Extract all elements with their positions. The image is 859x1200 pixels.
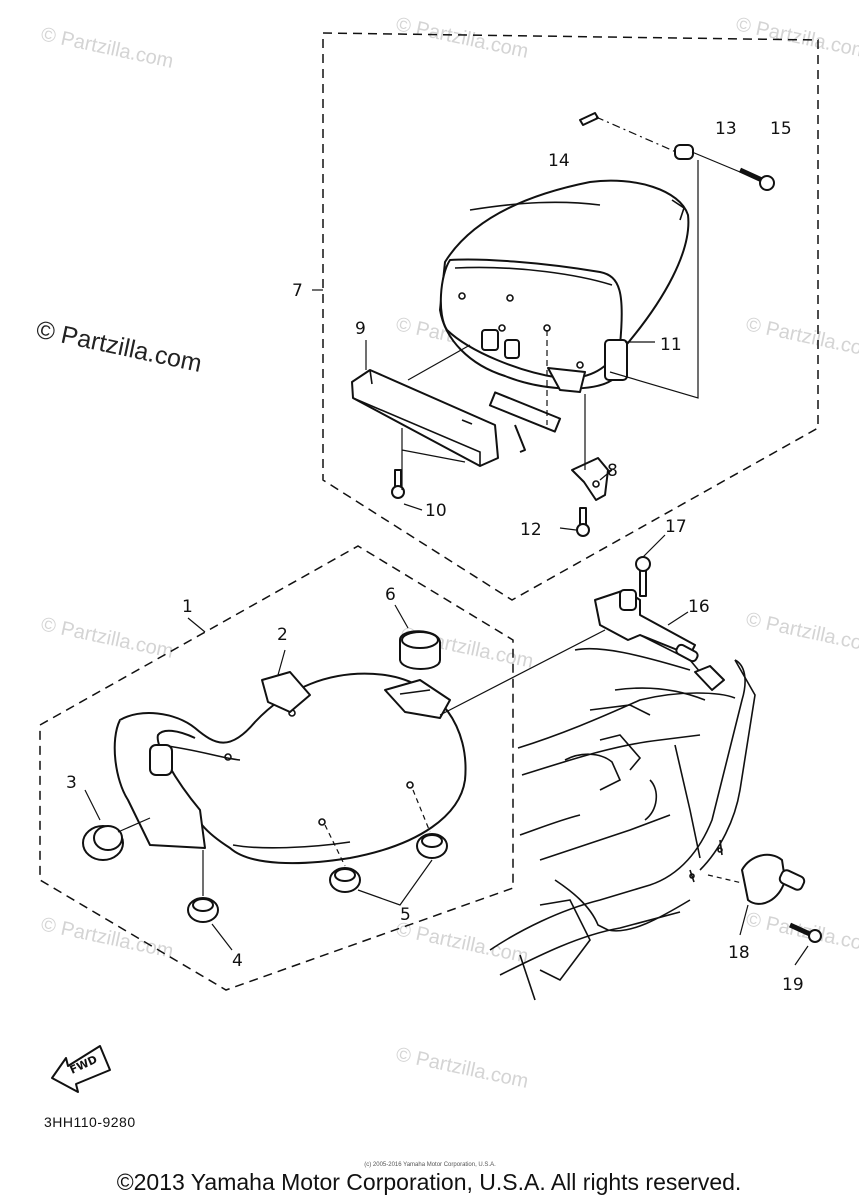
seat-lock-16 bbox=[594, 589, 725, 691]
key-lock-18 bbox=[707, 853, 822, 966]
watermark: © Partzilla.com bbox=[39, 23, 175, 73]
callout-12: 12 bbox=[520, 520, 542, 540]
bolts-rear bbox=[391, 112, 775, 537]
callout-1: 1 bbox=[182, 597, 193, 617]
callout-3: 3 bbox=[66, 773, 77, 793]
bolt-17 bbox=[635, 534, 666, 597]
watermark: © Partzilla.com bbox=[394, 1043, 530, 1093]
watermarks: © Partzilla.com © Partzilla.com © Partzi… bbox=[39, 13, 859, 1093]
callout-7: 7 bbox=[292, 281, 303, 301]
callout-2: 2 bbox=[277, 625, 288, 645]
callout-5: 5 bbox=[400, 905, 411, 925]
rear-seat bbox=[439, 179, 690, 393]
front-seat-group-outline bbox=[39, 545, 514, 991]
knob-3 bbox=[82, 789, 151, 861]
callout-9: 9 bbox=[355, 319, 366, 339]
callout-8: 8 bbox=[607, 461, 618, 481]
fwd-arrow: FWD bbox=[51, 1045, 111, 1093]
callouts: 1 2 3 4 5 6 7 8 9 10 11 12 13 14 15 16 1… bbox=[66, 119, 804, 995]
copyright-notice: ©2013 Yamaha Motor Corporation, U.S.A. A… bbox=[117, 1169, 742, 1195]
callout-19: 19 bbox=[782, 975, 804, 995]
callout-15: 15 bbox=[770, 119, 792, 139]
callout-4: 4 bbox=[232, 951, 243, 971]
callout-13: 13 bbox=[715, 119, 737, 139]
leaders-rear bbox=[312, 116, 753, 531]
watermark: © Partzilla.com bbox=[744, 908, 859, 958]
watermark: © Partzilla.com bbox=[744, 313, 859, 363]
rear-seat-group-outline bbox=[322, 32, 819, 601]
bracket-9 bbox=[351, 369, 562, 467]
frame bbox=[489, 647, 756, 1001]
small-copyright: (c) 2005-2016 Yamaha Motor Corporation, … bbox=[364, 1162, 496, 1168]
watermark: © Partzilla.com bbox=[394, 13, 530, 63]
callout-18: 18 bbox=[728, 943, 750, 963]
grommet-6 bbox=[384, 630, 451, 719]
watermark: © Partzilla.com bbox=[744, 608, 859, 658]
callout-16: 16 bbox=[688, 597, 710, 617]
dampers bbox=[187, 789, 448, 951]
bracket-8 bbox=[571, 457, 609, 501]
watermark-main: © Partzilla.com bbox=[34, 315, 205, 377]
watermark: © Partzilla.com bbox=[734, 13, 859, 63]
callout-10: 10 bbox=[425, 501, 447, 521]
watermark: © Partzilla.com bbox=[39, 613, 175, 663]
callout-11: 11 bbox=[660, 335, 682, 355]
watermark: © Partzilla.com bbox=[394, 918, 530, 968]
watermark: © Partzilla.com bbox=[39, 913, 175, 963]
callout-6: 6 bbox=[385, 585, 396, 605]
diagram-code: 3HH110-9280 bbox=[44, 1114, 136, 1130]
callout-17: 17 bbox=[665, 517, 687, 537]
leaders-front bbox=[187, 604, 606, 716]
callout-14: 14 bbox=[548, 151, 570, 171]
front-seat bbox=[113, 671, 467, 865]
